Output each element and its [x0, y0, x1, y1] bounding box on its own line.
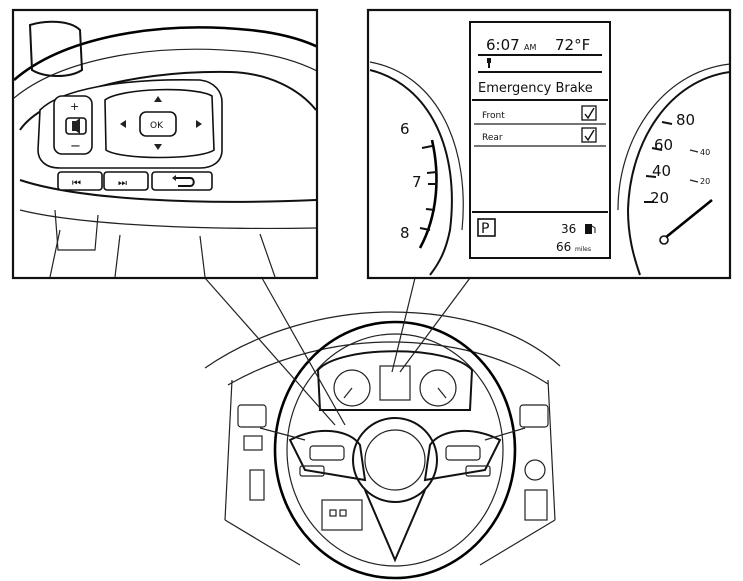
steering-switch-callout: + − OK ⏮ ⏭ [11, 8, 319, 280]
range-value: 36 [561, 222, 576, 236]
speed-minor-tick-40: 40 [700, 148, 710, 157]
speed-tick-60: 60 [654, 136, 673, 154]
tach-tick-8: 8 [400, 224, 410, 242]
fuel-pump-icon [585, 224, 596, 234]
speed-tick-80: 80 [676, 111, 695, 129]
display-title: Emergency Brake [478, 81, 593, 96]
speed-tick-40: 40 [652, 162, 671, 180]
display-temperature: 72°F [555, 36, 590, 54]
odometer-unit: miles [575, 246, 591, 253]
svg-text:+: + [70, 100, 79, 113]
speedometer-gauge: 80 60 40 20 40 20 [617, 63, 729, 276]
odometer-value: 66 [556, 240, 571, 254]
vehicle-interior-illustration [204, 311, 561, 580]
svg-text:−: − [70, 139, 81, 154]
display-am-pm: AM [524, 43, 536, 52]
svg-text:⏭: ⏭ [118, 178, 127, 189]
key-icon [487, 58, 491, 68]
tach-tick-7: 7 [412, 173, 422, 191]
gear-indicator: P [481, 221, 489, 237]
information-display: 6:07 AM 72°F Emergency Brake Front [469, 21, 611, 259]
tachometer-gauge: 6 7 8 [369, 61, 464, 276]
ok-button-label: OK [150, 121, 164, 131]
callout-lines [204, 277, 471, 426]
front-checkbox-icon [581, 105, 597, 121]
front-row-label: Front [482, 111, 505, 121]
rear-row-label: Rear [482, 133, 503, 143]
rear-checkbox-icon [581, 127, 597, 143]
tach-tick-6: 6 [400, 120, 410, 138]
speed-minor-tick-20: 20 [700, 177, 710, 186]
svg-text:⏮: ⏮ [72, 178, 81, 189]
instrument-cluster-callout: 6 7 8 80 60 40 20 40 20 [366, 8, 732, 280]
speed-tick-20: 20 [650, 189, 669, 207]
display-time: 6:07 [486, 36, 520, 54]
